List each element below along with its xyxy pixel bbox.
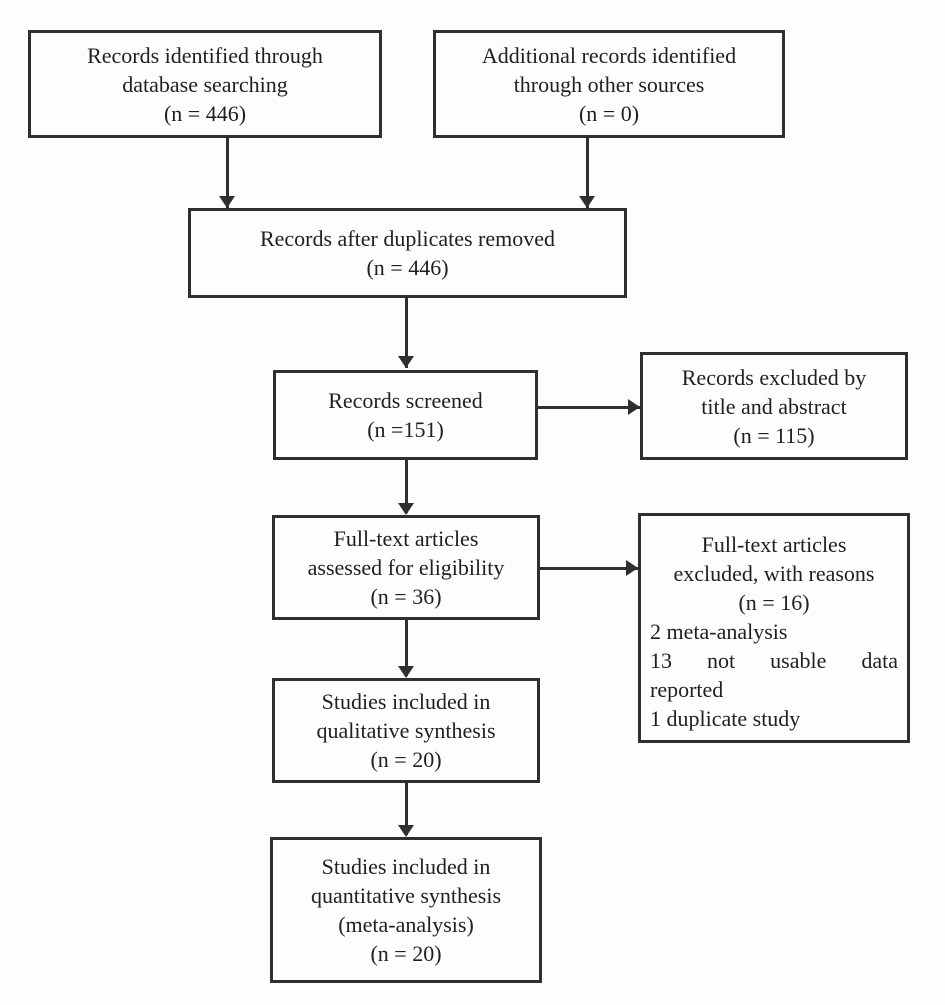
box-text-line: through other sources xyxy=(513,71,705,97)
box-count: (n = 20) xyxy=(370,941,442,966)
box-records-identified: Records identified through database sear… xyxy=(28,30,382,138)
box-quantitative-synthesis: Studies included in quantitative synthes… xyxy=(270,837,542,983)
arrow-line-fulltext-to-qualitative xyxy=(405,620,408,676)
box-count: (n = 446) xyxy=(163,100,247,126)
box-duplicates-removed: Records after duplicates removed (n = 44… xyxy=(188,208,627,298)
box-qualitative-synthesis: Studies included in qualitative synthesi… xyxy=(272,678,540,783)
box-text-line: qualitative synthesis xyxy=(316,718,496,743)
box-text-line: Studies included in xyxy=(321,689,491,714)
box-count: (n = 16) xyxy=(738,590,810,615)
box-text-line: Full-text articles xyxy=(701,532,847,557)
arrow-line-duplicates-to-screened xyxy=(405,298,408,368)
box-text-line: Studies included in xyxy=(321,854,491,879)
box-count: (n = 446) xyxy=(366,255,449,280)
box-text-line: quantitative synthesis xyxy=(310,883,502,908)
arrowhead-qualitative-to-quantitative xyxy=(398,825,414,837)
exclusion-reason: reported xyxy=(650,677,724,702)
box-count: (n = 0) xyxy=(578,100,640,126)
arrowhead-fulltext-to-excluded xyxy=(626,560,638,576)
box-text-line: Records after duplicates removed xyxy=(259,226,556,251)
box-count: (n = 36) xyxy=(370,584,442,609)
arrow-line-qualitative-to-quantitative xyxy=(405,783,408,835)
box-count: (n =151) xyxy=(367,417,444,442)
box-fulltext-excluded: Full-text articles excluded, with reason… xyxy=(638,513,910,743)
exclusion-reason: 2 meta-analysis xyxy=(650,619,788,644)
arrowhead-additional-to-duplicates xyxy=(579,196,595,208)
box-text-line: Records identified through xyxy=(87,42,323,68)
box-records-excluded: Records excluded by title and abstract (… xyxy=(640,352,908,460)
box-text-line: Full-text articles xyxy=(333,526,479,551)
arrow-line-screened-to-fulltext xyxy=(405,460,408,513)
box-text-line: Additional records identified xyxy=(481,42,737,68)
arrow-line-screened-to-excluded xyxy=(538,406,640,409)
box-text-line: Records excluded by xyxy=(681,364,867,390)
box-fulltext-assessed: Full-text articles assessed for eligibil… xyxy=(272,515,540,620)
arrowhead-screened-to-fulltext xyxy=(398,503,414,515)
arrow-line-fulltext-to-excluded xyxy=(540,567,638,570)
arrow-line-identified-to-duplicates xyxy=(226,138,229,208)
arrowhead-fulltext-to-qualitative xyxy=(398,666,414,678)
exclusion-reason: 1 duplicate study xyxy=(650,706,801,731)
box-text-line: title and abstract xyxy=(701,393,847,419)
box-additional-records: Additional records identified through ot… xyxy=(433,30,785,138)
box-count: (n = 115) xyxy=(733,422,815,448)
box-records-screened: Records screened (n =151) xyxy=(273,370,538,460)
box-count: (n = 20) xyxy=(370,747,442,772)
box-text-line: database searching xyxy=(122,71,288,97)
arrowhead-screened-to-excluded xyxy=(628,399,640,415)
arrowhead-identified-to-duplicates xyxy=(219,196,235,208)
box-text-line: excluded, with reasons xyxy=(673,561,875,586)
arrow-line-additional-to-duplicates xyxy=(586,138,589,208)
exclusion-reason: 13 not usable data xyxy=(650,648,898,673)
box-text-line: assessed for eligibility xyxy=(307,555,505,580)
box-text-line: (meta-analysis) xyxy=(338,912,474,937)
arrowhead-duplicates-to-screened xyxy=(398,356,414,368)
box-text-line: Records screened xyxy=(328,388,483,413)
